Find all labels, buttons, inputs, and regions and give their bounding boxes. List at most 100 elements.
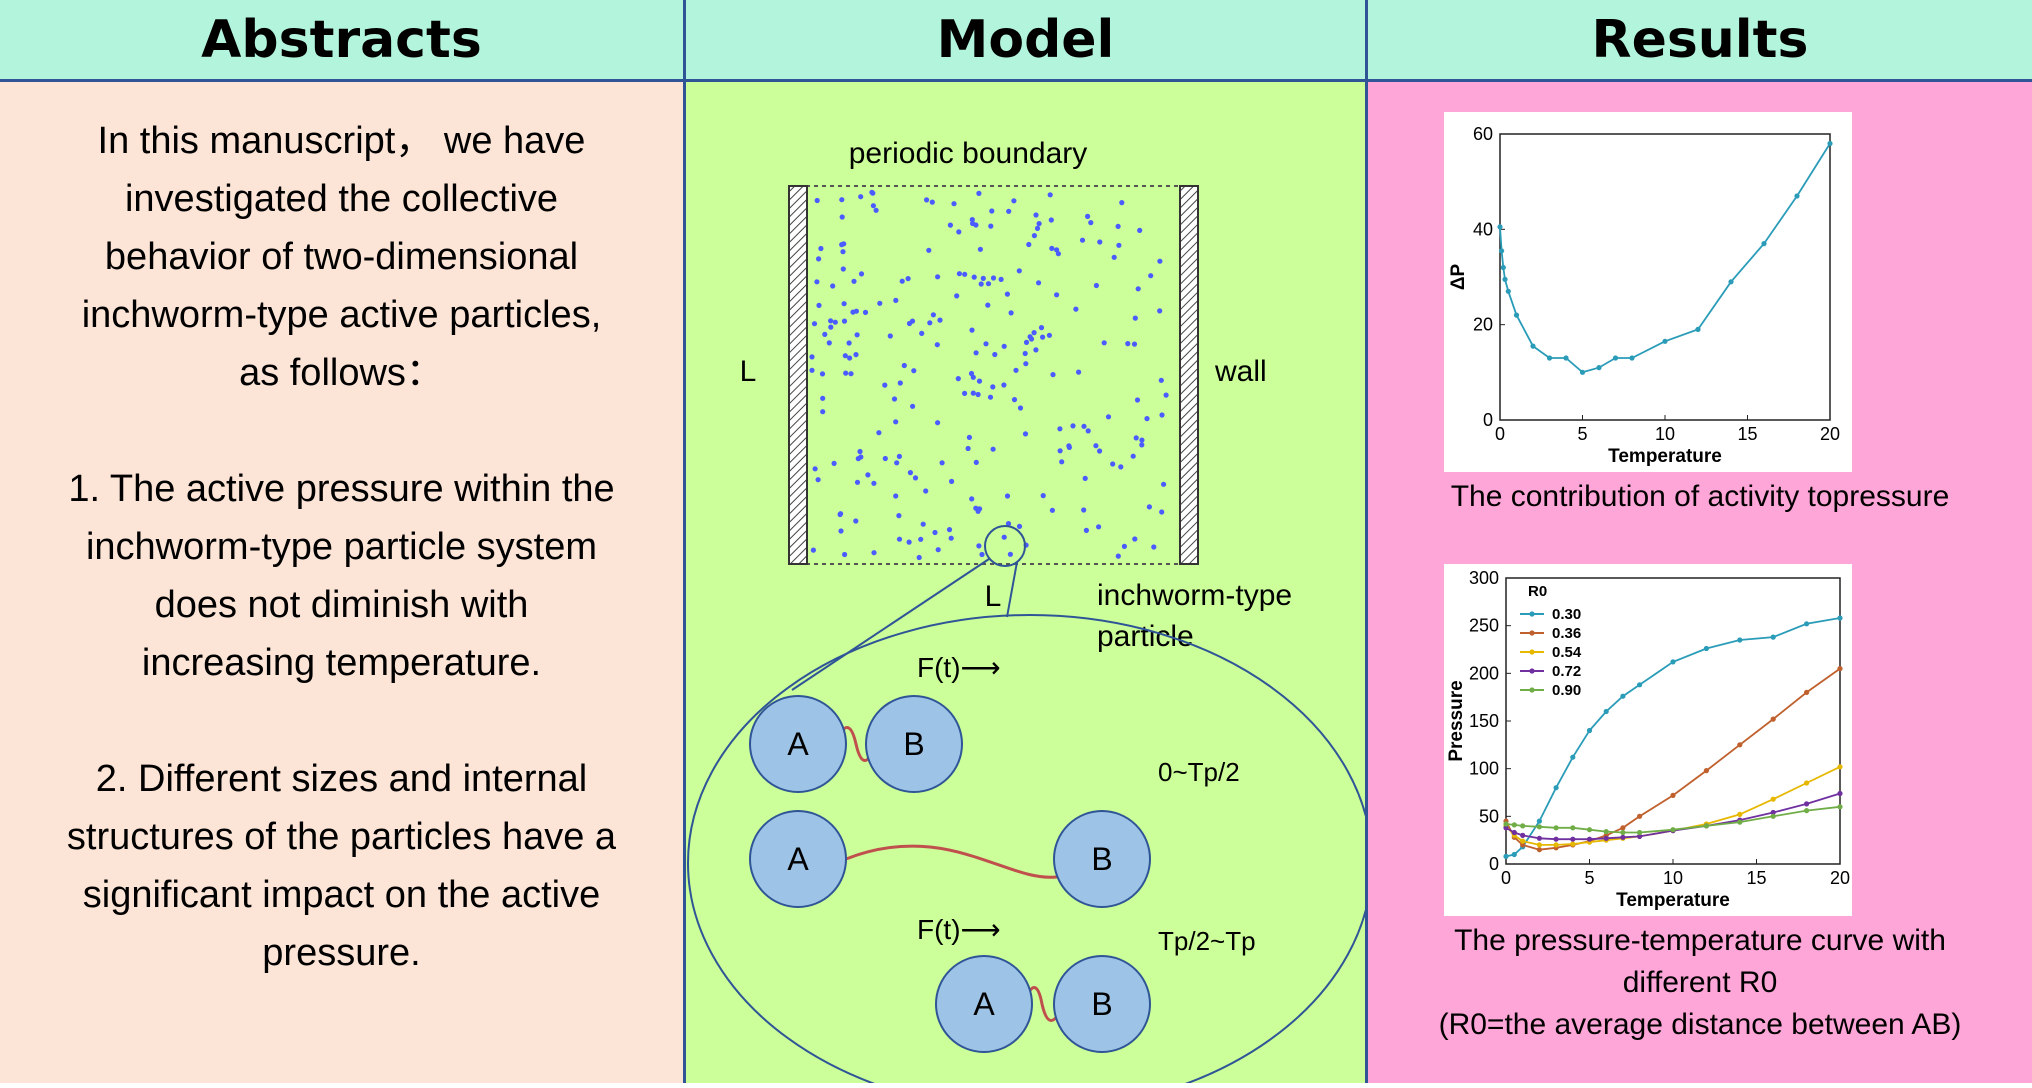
particle-dot: [947, 222, 953, 228]
particle-dot: [877, 300, 883, 306]
particle-dot: [1111, 254, 1117, 260]
particle-dot: [955, 376, 961, 382]
particle-dot: [809, 367, 815, 373]
abstract-line: investigated the collective: [124, 178, 559, 220]
point1-line: increasing temperature.: [141, 642, 542, 684]
particle-dot: [989, 208, 995, 214]
data-point: [1511, 829, 1517, 836]
legend-label: 0.90: [1552, 682, 1581, 699]
particle-dot: [1076, 369, 1082, 375]
particle-dot: [819, 371, 826, 377]
particle-dot: [871, 480, 877, 486]
point2-line: structures of the particles have a: [66, 816, 617, 858]
particle-dot: [990, 384, 996, 390]
data-point: [1505, 288, 1511, 294]
abstract-line: as follows：: [239, 352, 444, 394]
particle-dot: [815, 477, 821, 483]
bead-b: [865, 695, 963, 793]
particle-dot: [1085, 213, 1091, 219]
series-line: [1505, 805, 1841, 834]
y-tick-label: 60: [1473, 124, 1493, 144]
particle-dot: [1057, 426, 1063, 432]
particle-dot: [906, 539, 912, 545]
particle-dot: [816, 256, 822, 262]
particle-dot: [1163, 392, 1169, 398]
particle-dot: [1001, 343, 1007, 349]
chart2-caption-line: The pressure-temperature curve with: [1454, 924, 1946, 957]
particle-dot: [907, 470, 913, 476]
particle-dot: [951, 201, 957, 207]
data-point: [1513, 312, 1520, 318]
particle-dot: [1125, 341, 1131, 347]
particle-dot: [816, 302, 822, 308]
particle-dot: [978, 281, 984, 287]
particle-dot: [826, 340, 832, 346]
data-point: [1770, 634, 1776, 640]
y-tick-label: 150: [1469, 711, 1499, 731]
abstracts-header: Abstracts: [0, 0, 683, 82]
particle-dot: [912, 475, 919, 481]
data-point: [1586, 727, 1593, 734]
particle-dot: [847, 355, 853, 361]
particle-dot: [985, 302, 991, 308]
particle-dot: [1023, 339, 1030, 345]
particle-dot: [822, 331, 828, 337]
particle-dot: [839, 197, 845, 203]
data-point: [1511, 822, 1517, 828]
data-point: [1520, 842, 1526, 848]
periodic-boundary-label: periodic boundary: [849, 137, 1088, 170]
particle-dot: [842, 551, 848, 558]
particle-dot: [970, 390, 976, 396]
data-point: [1579, 369, 1586, 375]
particle-dot: [870, 190, 876, 196]
particle-dot: [911, 368, 917, 374]
particle-dot: [1151, 544, 1157, 550]
data-point: [1804, 689, 1810, 695]
particle-dot: [853, 518, 859, 524]
data-point: [1536, 842, 1542, 848]
chart-background: [1444, 112, 1852, 472]
data-point: [1770, 813, 1776, 819]
particle-dot: [1088, 220, 1094, 226]
data-point: [1794, 193, 1800, 199]
particle-dot: [919, 330, 925, 336]
particle-dot: [1131, 341, 1138, 347]
particle-dot: [946, 527, 953, 533]
particle-dot: [1008, 310, 1014, 316]
data-point: [1837, 764, 1843, 770]
particle-dot: [977, 246, 983, 252]
particle-dot: [858, 194, 864, 200]
particle-dot: [891, 396, 898, 402]
data-point: [1737, 742, 1743, 748]
particle-dot: [1105, 414, 1112, 420]
particle-dot: [969, 496, 975, 502]
particle-dot: [858, 454, 864, 460]
y-tick-label: 0: [1483, 410, 1493, 430]
abstracts-column: Abstracts In this manuscript， we have in…: [0, 0, 686, 1083]
particle-dot: [858, 271, 865, 277]
chart2-caption-line: different R0: [1622, 966, 1778, 999]
bead-a: [749, 810, 847, 908]
data-point: [1620, 693, 1626, 699]
data-point: [1637, 682, 1643, 688]
data-point: [1637, 833, 1643, 839]
particle-dot: [811, 321, 818, 327]
particle-dot: [934, 342, 940, 348]
particle-dot: [1144, 416, 1150, 422]
x-tick-label: 5: [1577, 424, 1587, 444]
abstracts-point-1: 1. The active pressure within the inchwo…: [10, 460, 673, 692]
particle-dot: [970, 220, 976, 227]
data-point: [1502, 276, 1508, 282]
data-point: [1620, 825, 1626, 831]
data-point: [1570, 836, 1576, 842]
legend-marker: [1529, 630, 1535, 636]
particle-dot: [973, 350, 979, 356]
particle-dot: [1040, 493, 1046, 499]
simulation-box: [788, 185, 1199, 565]
particle-dot: [843, 370, 849, 376]
particle-dot: [896, 513, 902, 519]
chart-background: [1444, 564, 1852, 916]
particle-dot: [893, 297, 899, 303]
model-column: Model periodic boundary: [686, 0, 1373, 1088]
